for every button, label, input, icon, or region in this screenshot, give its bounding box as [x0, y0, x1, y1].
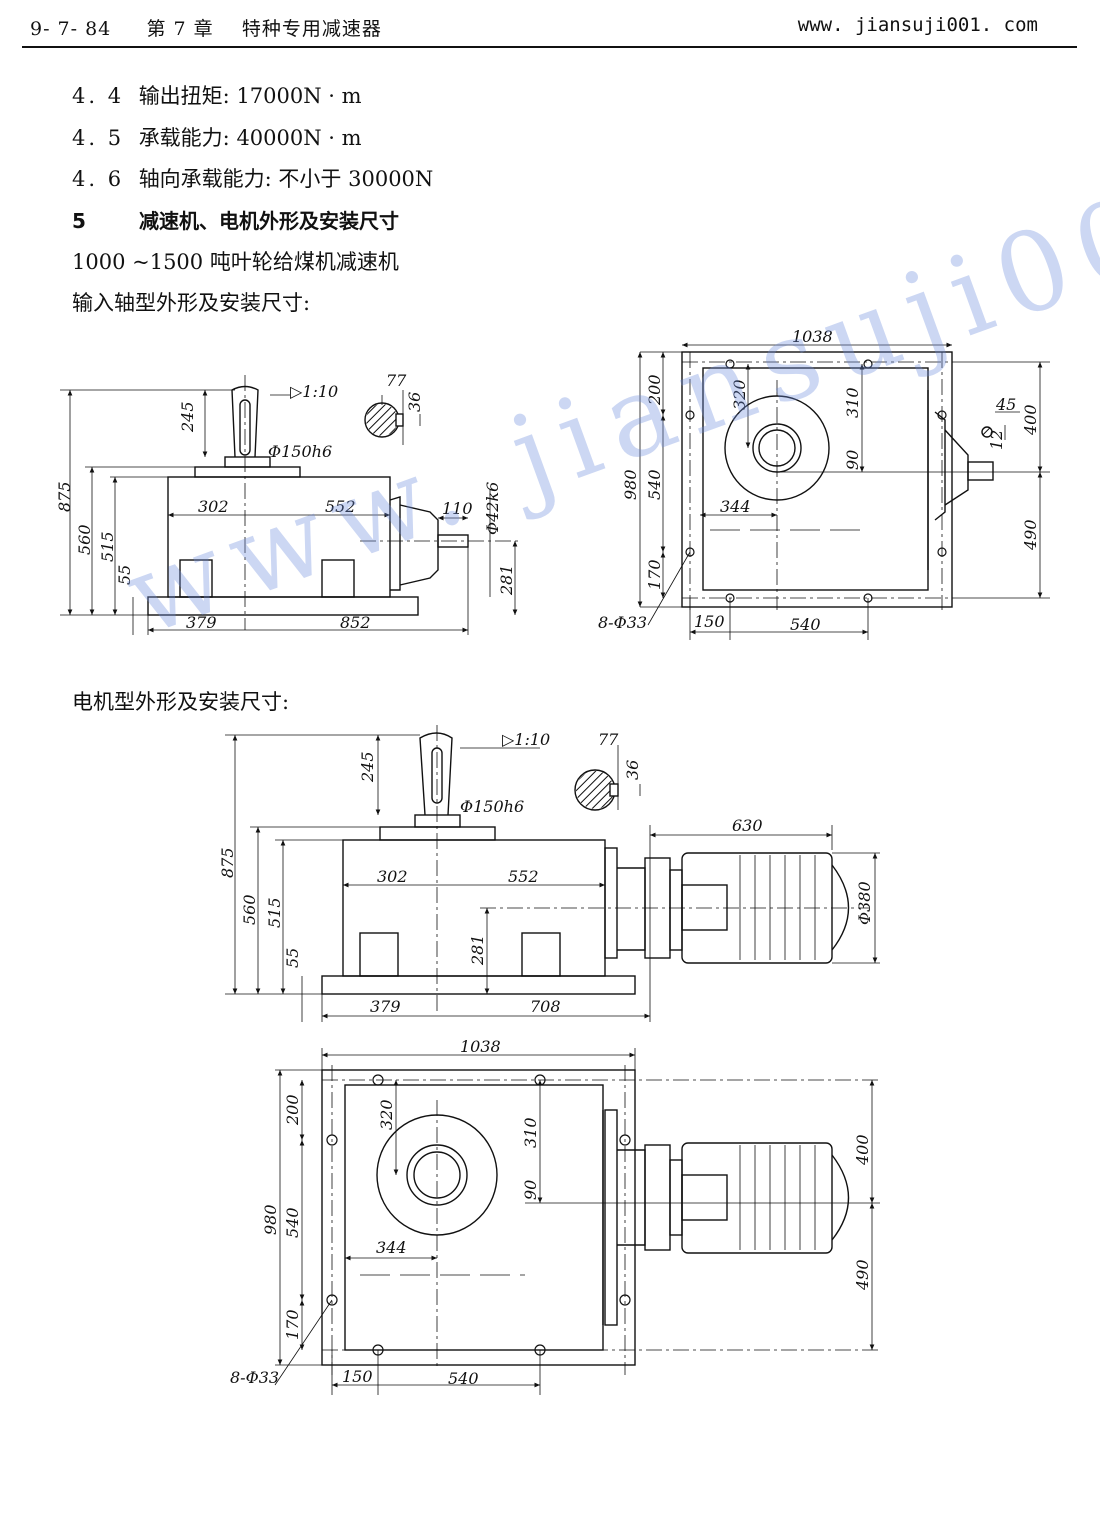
dim-540-v: 540	[645, 469, 664, 500]
dim-302: 302	[377, 867, 408, 886]
dim-552: 552	[508, 867, 539, 886]
dim-302: 302	[198, 497, 229, 516]
dim-515: 515	[98, 531, 117, 562]
dim-310: 310	[521, 1117, 540, 1148]
dim-980: 980	[621, 469, 640, 500]
section-number: 5	[72, 209, 89, 233]
shaft-diameter: Φ150h6	[268, 442, 332, 461]
dim-875: 875	[55, 481, 74, 512]
spec-line: 4. 5 承载能力: 40000N · m	[72, 122, 362, 152]
drawing2-top-labels: 1038 200 320 310 980 540 90 170 344 8-Φ3…	[230, 1037, 872, 1388]
dim-170: 170	[645, 559, 664, 590]
dim-379: 379	[370, 997, 401, 1016]
dim-320: 320	[730, 379, 749, 410]
key-45: 45	[995, 395, 1016, 414]
spec-text: 承载能力: 40000N · m	[138, 126, 362, 150]
subtitle: 1000 ~1500 吨叶轮给煤机减速机	[72, 250, 399, 274]
drawing2-side-labels: 875 560 515 55 245 ▷1:10 Φ150h6 302 552 …	[218, 730, 874, 1016]
page-number: 9- 7- 84	[30, 18, 112, 40]
taper-label: ▷1:10	[290, 382, 338, 401]
dim-110: 110	[442, 499, 473, 518]
drawing1-side-view	[60, 375, 520, 635]
dim-310: 310	[843, 387, 862, 418]
drawing1-top-view	[637, 342, 1050, 640]
header-website: www. jiansuji001. com	[797, 14, 1038, 36]
dim-400: 400	[1021, 404, 1040, 436]
dim-708: 708	[530, 997, 561, 1016]
drawing1-top-labels: 1038 200 320 310 980 540 90 170 344 8-Φ3…	[598, 327, 1040, 634]
dim-200: 200	[283, 1094, 302, 1126]
dim-281: 281	[468, 934, 487, 966]
key-width-77: 77	[386, 371, 407, 390]
dim-490: 490	[1021, 519, 1040, 551]
chapter-title: 特种专用减速器	[241, 18, 382, 40]
key-depth-36: 36	[405, 392, 424, 412]
spec-number: 4. 4	[72, 84, 125, 108]
dim-515: 515	[265, 897, 284, 928]
dim-1038: 1038	[460, 1037, 501, 1056]
shaft-diameter: Φ150h6	[460, 797, 524, 816]
spec-text: 轴向承载能力: 不小于 30000N	[138, 167, 434, 191]
key-depth-36: 36	[623, 760, 642, 780]
dim-245: 245	[178, 401, 197, 433]
holes-label: 8-Φ33	[230, 1368, 279, 1387]
drawing1-side-labels: 875 560 515 55 245 ▷1:10 Φ150h6 302 552 …	[55, 371, 516, 632]
dim-380: Φ380	[855, 881, 874, 925]
key-12: 12	[987, 430, 1006, 450]
key-width-77: 77	[598, 730, 619, 749]
dim-55: 55	[115, 565, 134, 585]
dim-1038: 1038	[792, 327, 833, 346]
dim-540-v: 540	[283, 1207, 302, 1238]
chapter-number: 第 7 章	[146, 18, 214, 40]
dim-552: 552	[325, 497, 356, 516]
spec-text: 输出扭矩: 17000N · m	[138, 84, 362, 108]
spec-number: 4. 6	[72, 167, 125, 191]
dim-875: 875	[218, 847, 237, 878]
header-rule	[22, 46, 1077, 48]
header-left: 9- 7- 84 第 7 章 特种专用减速器	[30, 14, 382, 41]
dim-90: 90	[521, 1180, 540, 1200]
dim-852: 852	[340, 613, 371, 632]
dim-630: 630	[732, 816, 763, 835]
spec-line: 4. 4 输出扭矩: 17000N · m	[72, 80, 362, 110]
drawing2-side-view	[225, 725, 880, 1022]
dim-245: 245	[358, 751, 377, 783]
dim-540-h: 540	[790, 615, 821, 634]
dim-980: 980	[261, 1204, 280, 1235]
holes-label: 8-Φ33	[598, 613, 647, 632]
dim-400: 400	[853, 1134, 872, 1166]
dim-560: 560	[240, 894, 259, 925]
drawing2-top-view	[274, 1048, 880, 1395]
dim-540-h: 540	[448, 1369, 479, 1388]
dim-560: 560	[75, 524, 94, 555]
dim-42k6: Φ42k6	[483, 482, 502, 535]
dim-281: 281	[497, 564, 516, 596]
section-heading: 5 减速机、电机外形及安装尺寸	[72, 205, 399, 234]
dim-90: 90	[843, 450, 862, 470]
dim-200: 200	[645, 374, 664, 406]
caption-input-shaft: 输入轴型外形及安装尺寸:	[72, 291, 311, 315]
dim-344: 344	[376, 1238, 407, 1257]
dim-320: 320	[377, 1099, 396, 1130]
spec-number: 4. 5	[72, 126, 125, 150]
dim-490: 490	[853, 1259, 872, 1291]
dim-150: 150	[342, 1367, 373, 1386]
dim-55: 55	[283, 948, 302, 968]
dim-379: 379	[186, 613, 217, 632]
section-title: 减速机、电机外形及安装尺寸	[138, 209, 399, 233]
dim-170: 170	[283, 1309, 302, 1340]
dim-150: 150	[694, 612, 725, 631]
taper-label: ▷1:10	[502, 730, 550, 749]
spec-line: 4. 6 轴向承载能力: 不小于 30000N	[72, 163, 433, 193]
page-header: 9- 7- 84 第 7 章 特种专用减速器 www. jiansuji001.…	[0, 0, 1100, 50]
caption-motor-type: 电机型外形及安装尺寸:	[72, 690, 290, 714]
dim-344: 344	[720, 497, 751, 516]
